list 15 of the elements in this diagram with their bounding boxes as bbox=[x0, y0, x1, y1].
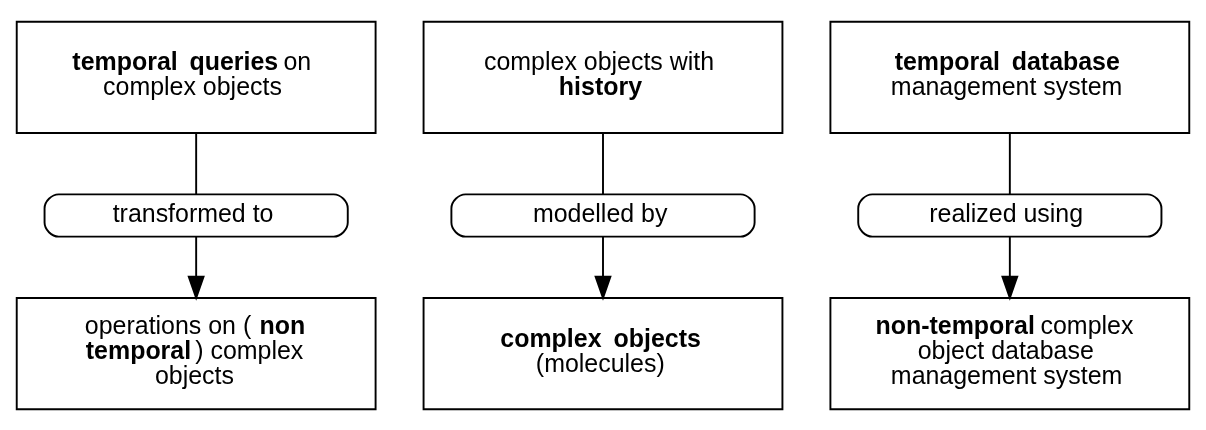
node-box: complex objects (molecules) bbox=[422, 296, 784, 410]
arrow bbox=[594, 235, 612, 301]
node-box: operations on (non temporal) complex objects bbox=[15, 296, 377, 410]
node-box: realized using bbox=[857, 192, 1163, 238]
connector bbox=[195, 131, 198, 195]
arrow bbox=[187, 235, 205, 301]
node-box: transformed to bbox=[43, 192, 349, 238]
arrow bbox=[1001, 235, 1019, 301]
node-box: modelled by bbox=[450, 192, 756, 238]
node-box: non-temporal complex object database management system bbox=[829, 296, 1191, 410]
node-box: complex objects with history bbox=[422, 20, 784, 134]
connector bbox=[1008, 131, 1011, 195]
node-box: temporal queries on complex objects bbox=[15, 20, 377, 134]
node-box: temporal database management system bbox=[829, 20, 1191, 134]
connector bbox=[602, 131, 604, 195]
